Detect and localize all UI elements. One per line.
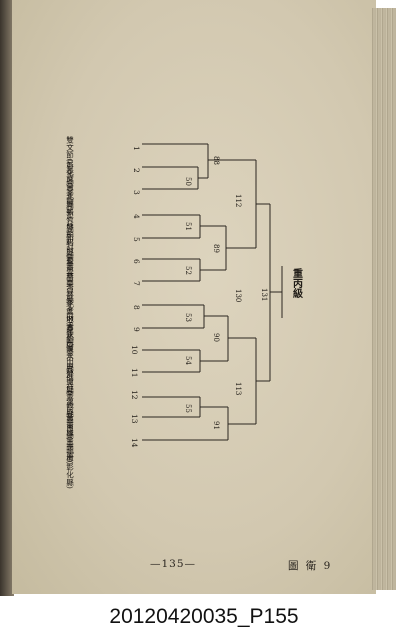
seed-number: 1 [132,146,141,151]
seed-number: 10 [130,345,139,355]
seed-number: 4 [132,214,141,219]
team-name: 張炎發(新竹縣) [65,208,74,259]
team-name: 余欽宗(臺中縣) [65,322,74,374]
game-number-113: 113 [234,382,242,395]
game-number-91: 91 [212,421,220,430]
seed-number: 7 [132,281,141,286]
seed-number: 8 [132,305,141,310]
game-number-112: 112 [234,194,242,207]
game-number-54: 54 [184,356,192,365]
team-name: 林坤祥(嘉義縣) [65,367,74,419]
seed-number: 9 [132,327,141,332]
team-name: 黃金鑾(新竹縣) [65,182,74,234]
team-name: 黃秀林(北區地方法院) [65,274,74,349]
team-name: 王國慶(彰化縣) [65,438,74,489]
team-name: 顏昭財(臺南市) [65,230,74,282]
book-page [12,0,376,594]
page-edges [372,8,396,590]
team-name: 呂泰文(臺北縣) [65,160,74,211]
game-number-130: 130 [234,289,242,302]
seed-number: 6 [132,259,141,264]
game-number-90: 90 [212,333,220,342]
seed-number: 5 [132,237,141,242]
team-name: 黃萬雄(臺北市) [65,413,74,465]
game-numbers: 50 88 51 52 89 112 53 54 90 55 91 113 13… [184,156,268,430]
game-number-131: 131 [260,288,268,301]
page-number: —135— [150,558,197,570]
game-number-52: 52 [184,266,192,275]
binding-shadow [0,0,14,596]
bracket-lines [142,143,283,441]
seed-number: 14 [130,438,139,448]
seed-number: 3 [132,190,141,195]
game-number-50: 50 [184,177,192,186]
image-caption: 20120420035_P155 [109,605,299,628]
team-name: 陳水田(屏東縣) [65,345,74,396]
seed-numbers: 1 2 3 4 5 6 7 8 9 10 11 12 13 14 [130,146,141,448]
game-number-88: 88 [212,156,220,165]
seed-number: 13 [130,414,139,424]
bracket-title: 重丙級 [291,267,303,299]
team-labels: 雙文節(彰化縣) 呂泰文(臺北縣) 黃金鑾(新竹縣) 張炎發(新竹縣) 顏昭財(… [65,135,74,489]
seed-number: 11 [130,368,139,378]
game-number-53: 53 [184,313,192,322]
game-number-51: 51 [184,222,192,231]
seed-number: 12 [130,390,139,400]
team-name: 李金財(臺北市) [65,298,74,350]
team-name: 李漢民(臺南縣) [65,389,74,441]
game-number-55: 55 [184,404,192,413]
team-name: 雙文節(彰化縣) [65,135,74,187]
section-label: 圖 衛 9 [288,560,333,572]
seed-number: 2 [132,168,141,173]
team-name: 劉雲霖(臺中縣) [65,254,74,305]
game-number-89: 89 [212,244,220,253]
